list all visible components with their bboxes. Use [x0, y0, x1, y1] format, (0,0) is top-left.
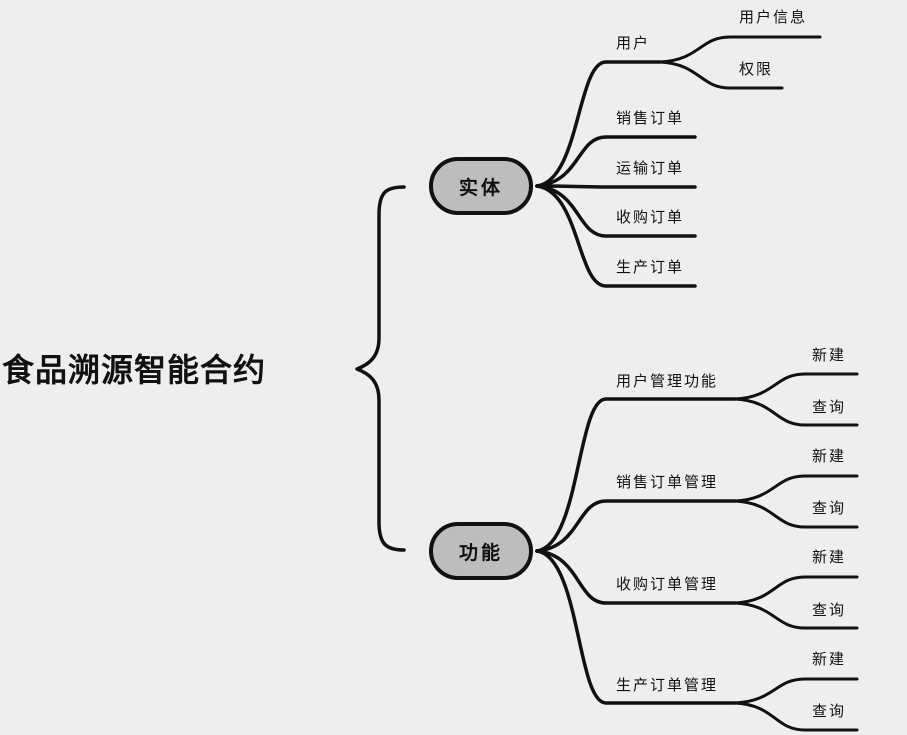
node-production-mgmt[interactable]: 生产订单管理	[616, 676, 719, 694]
node-sales-order[interactable]: 销售订单	[616, 109, 685, 127]
node-sales-mgmt-query[interactable]: 查询	[812, 499, 847, 517]
node-entity-label: 实体	[458, 176, 503, 199]
node-purchase-mgmt-create[interactable]: 新建	[812, 548, 847, 566]
node-transport-order[interactable]: 运输订单	[616, 159, 685, 177]
node-function[interactable]: 功能	[429, 522, 533, 580]
node-purchase-mgmt-query[interactable]: 查询	[812, 601, 847, 619]
node-user-mgmt[interactable]: 用户管理功能	[616, 372, 719, 390]
node-permission[interactable]: 权限	[739, 60, 774, 78]
root-title: 食品溯源智能合约	[2, 351, 267, 389]
node-purchase-mgmt[interactable]: 收购订单管理	[616, 575, 719, 593]
node-sales-mgmt-create[interactable]: 新建	[812, 447, 847, 465]
user-sub-lines	[658, 35, 822, 90]
node-production-mgmt-create[interactable]: 新建	[812, 650, 847, 668]
function-sub-lines	[733, 372, 859, 732]
function-branch-lines	[535, 397, 737, 705]
node-user-info[interactable]: 用户信息	[739, 8, 808, 26]
node-production-mgmt-query[interactable]: 查询	[812, 702, 847, 720]
node-user-mgmt-query[interactable]: 查询	[812, 398, 847, 416]
node-user-mgmt-create[interactable]: 新建	[812, 346, 847, 364]
node-function-label: 功能	[458, 541, 503, 564]
node-user[interactable]: 用户	[616, 34, 651, 52]
node-sales-mgmt[interactable]: 销售订单管理	[616, 473, 719, 491]
entity-branch-lines	[535, 60, 697, 288]
node-production-order[interactable]: 生产订单	[616, 258, 685, 276]
node-purchase-order[interactable]: 收购订单	[616, 208, 685, 226]
node-entity[interactable]: 实体	[429, 157, 533, 215]
root-brace	[355, 185, 406, 552]
